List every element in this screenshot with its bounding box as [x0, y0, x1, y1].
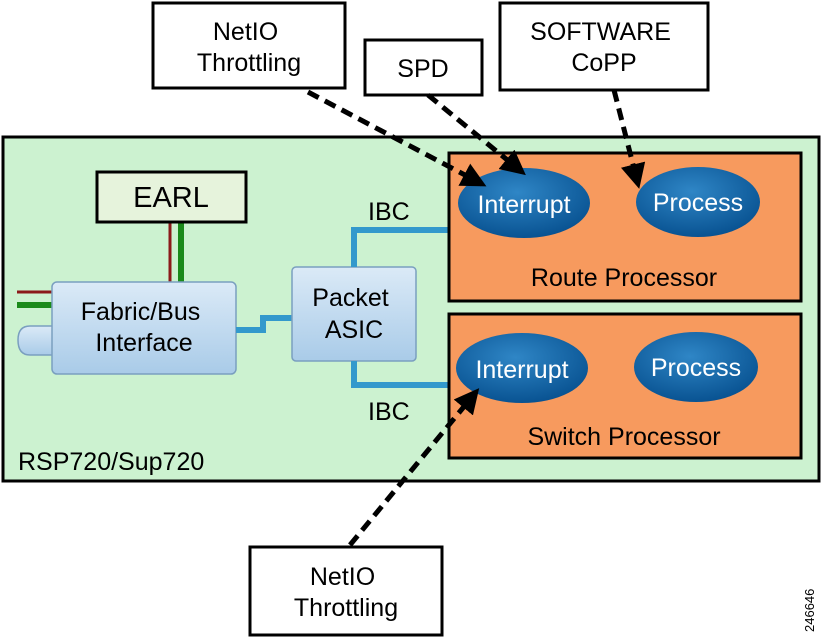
- route-processor-label: Route Processor: [531, 264, 717, 292]
- fabric-label: Fabric/Bus Interface: [81, 298, 207, 357]
- packet-asic: [291, 266, 417, 362]
- callout-netio-top-label: NetIO Throttling: [197, 18, 301, 77]
- sp-interrupt-ellipse: [456, 333, 588, 403]
- rp-interrupt-ellipse: [458, 168, 590, 238]
- ibc-label-bottom: IBC: [368, 398, 410, 426]
- ibc-link-top: [351, 227, 449, 267]
- sp-interrupt-label: Interrupt: [475, 356, 568, 384]
- figure-id: 246646: [802, 589, 817, 632]
- sp-process-ellipse: [634, 332, 758, 402]
- arrow-netio-top-to-rp-interrupt: [306, 89, 487, 187]
- rp-process-ellipse: [636, 167, 760, 237]
- switch-processor-label: Switch Processor: [527, 423, 720, 451]
- rp-interrupt-label: Interrupt: [477, 191, 570, 219]
- arrow-spd-to-rp-interrupt: [426, 93, 526, 176]
- ibc-link-bottom: [351, 361, 449, 388]
- rp-process-label: Process: [653, 189, 743, 217]
- arrow-copp-to-rp-process: [611, 89, 646, 189]
- packet-asic-label: Packet ASIC: [312, 284, 395, 344]
- callout-netio-bottom-label: NetIO Throttling: [294, 563, 398, 622]
- earl-label: EARL: [133, 182, 209, 214]
- callout-spd-label: SPD: [397, 55, 448, 83]
- callout-netio-top: [151, 1, 347, 90]
- earl-box: [95, 170, 248, 224]
- callout-spd: [363, 38, 484, 97]
- callout-netio-bottom: [248, 545, 444, 637]
- callout-software-copp: [498, 1, 710, 92]
- arrow-netio-bottom-to-sp-interrupt: [348, 388, 480, 547]
- sp-process-label: Process: [651, 354, 741, 382]
- fabric-asic-link: [236, 315, 292, 333]
- board-label: RSP720/Sup720: [18, 448, 204, 476]
- callout-software-copp-label: SOFTWARE CoPP: [530, 18, 678, 77]
- connector-tab: [17, 325, 52, 356]
- fabric-bus-interface: [51, 281, 237, 375]
- ibc-label-top: IBC: [368, 198, 410, 226]
